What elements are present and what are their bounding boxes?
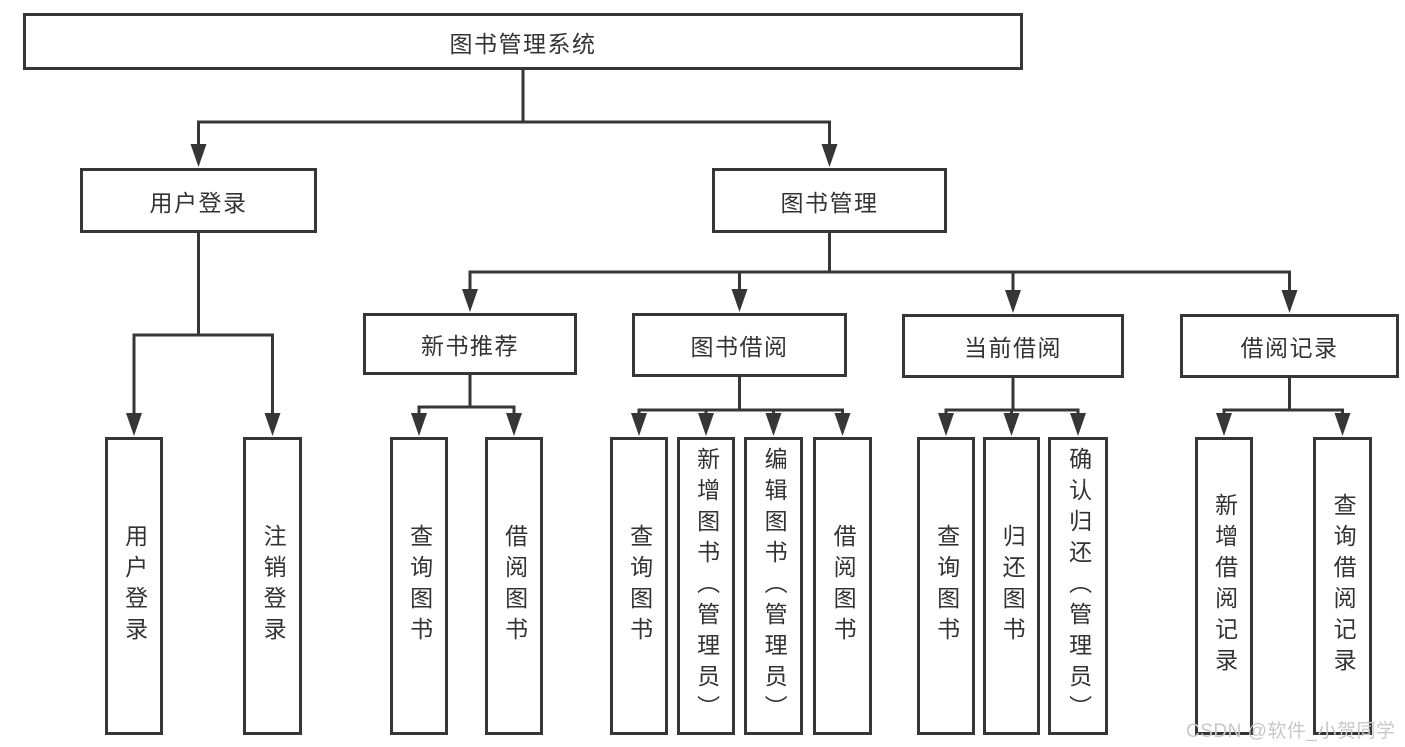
arrowhead-icon	[631, 413, 647, 436]
node-label-leaf-cb-return: 归还图书	[999, 524, 1026, 648]
node-label-leaf-logout: 注销登录	[260, 524, 287, 648]
node-leaf-bb-borrow: 借阅图书	[813, 437, 872, 735]
arrowhead-icon	[264, 413, 281, 436]
node-leaf-nb-query: 查询图书	[390, 437, 448, 735]
node-label-new-book-rec: 新书推荐	[421, 333, 519, 359]
arrowhead-icon	[1216, 413, 1232, 436]
node-label-leaf-bb-edit: 编辑图书（管理员）	[761, 446, 788, 726]
node-current-borrow: 当前借阅	[902, 314, 1124, 378]
node-label-leaf-bb-query: 查询图书	[626, 524, 653, 648]
node-book-mgmt: 图书管理	[712, 168, 947, 233]
node-label-borrow-records: 借阅记录	[1240, 335, 1339, 361]
node-leaf-br-query: 查询借阅记录	[1313, 437, 1372, 735]
arrowhead-icon	[411, 413, 427, 436]
node-leaf-bb-edit: 编辑图书（管理员）	[744, 437, 803, 735]
arrowhead-icon	[1003, 413, 1020, 436]
node-leaf-bb-add: 新增图书（管理员）	[677, 437, 735, 735]
node-label-book-mgmt: 图书管理	[780, 189, 879, 216]
arrowhead-icon	[765, 413, 782, 436]
node-book-borrow: 图书借阅	[632, 313, 847, 377]
node-label-current-borrow: 当前借阅	[964, 335, 1062, 361]
node-root: 图书管理系统	[23, 13, 1023, 70]
arrowhead-icon	[1281, 290, 1298, 313]
node-new-book-rec: 新书推荐	[363, 313, 577, 375]
node-leaf-cb-return: 归还图书	[983, 437, 1040, 735]
node-borrow-records: 借阅记录	[1180, 314, 1399, 378]
arrowhead-icon	[126, 413, 142, 436]
node-leaf-cb-query: 查询图书	[917, 437, 975, 735]
node-user-login: 用户登录	[80, 168, 317, 233]
node-label-leaf-cb-confirm: 确认归还（管理员）	[1065, 446, 1092, 726]
node-label-leaf-br-add: 新增借阅记录	[1211, 493, 1238, 679]
arrowhead-icon	[731, 289, 748, 312]
node-label-root: 图书管理系统	[449, 30, 597, 57]
arrowhead-icon	[1334, 413, 1351, 436]
arrowhead-icon	[821, 144, 838, 167]
node-leaf-bb-query: 查询图书	[610, 437, 668, 735]
node-leaf-user-login: 用户登录	[105, 437, 163, 735]
arrowhead-icon	[834, 413, 851, 436]
node-leaf-cb-confirm: 确认归还（管理员）	[1048, 437, 1108, 735]
arrowhead-icon	[1070, 413, 1086, 436]
arrowhead-icon	[1005, 290, 1021, 313]
arrowhead-icon	[190, 144, 207, 167]
node-leaf-logout: 注销登录	[243, 437, 302, 735]
arrowhead-icon	[462, 289, 478, 312]
arrowhead-icon	[938, 413, 954, 436]
node-label-leaf-bb-add: 新增图书（管理员）	[693, 446, 720, 726]
node-label-leaf-user-login: 用户登录	[121, 524, 148, 648]
node-label-leaf-bb-borrow: 借阅图书	[830, 524, 857, 648]
arrowhead-icon	[506, 413, 522, 436]
arrowhead-icon	[698, 413, 714, 436]
node-label-leaf-nb-query: 查询图书	[406, 524, 433, 648]
node-label-leaf-nb-borrow: 借阅图书	[501, 524, 528, 648]
node-leaf-br-add: 新增借阅记录	[1195, 437, 1253, 735]
node-label-leaf-br-query: 查询借阅记录	[1330, 493, 1357, 679]
node-label-book-borrow: 图书借阅	[690, 334, 789, 360]
node-label-user-login: 用户登录	[149, 189, 248, 216]
watermark-text: CSDN @软件_小贺同学	[1186, 721, 1396, 742]
node-label-leaf-cb-query: 查询图书	[933, 524, 960, 648]
node-leaf-nb-borrow: 借阅图书	[485, 437, 543, 735]
